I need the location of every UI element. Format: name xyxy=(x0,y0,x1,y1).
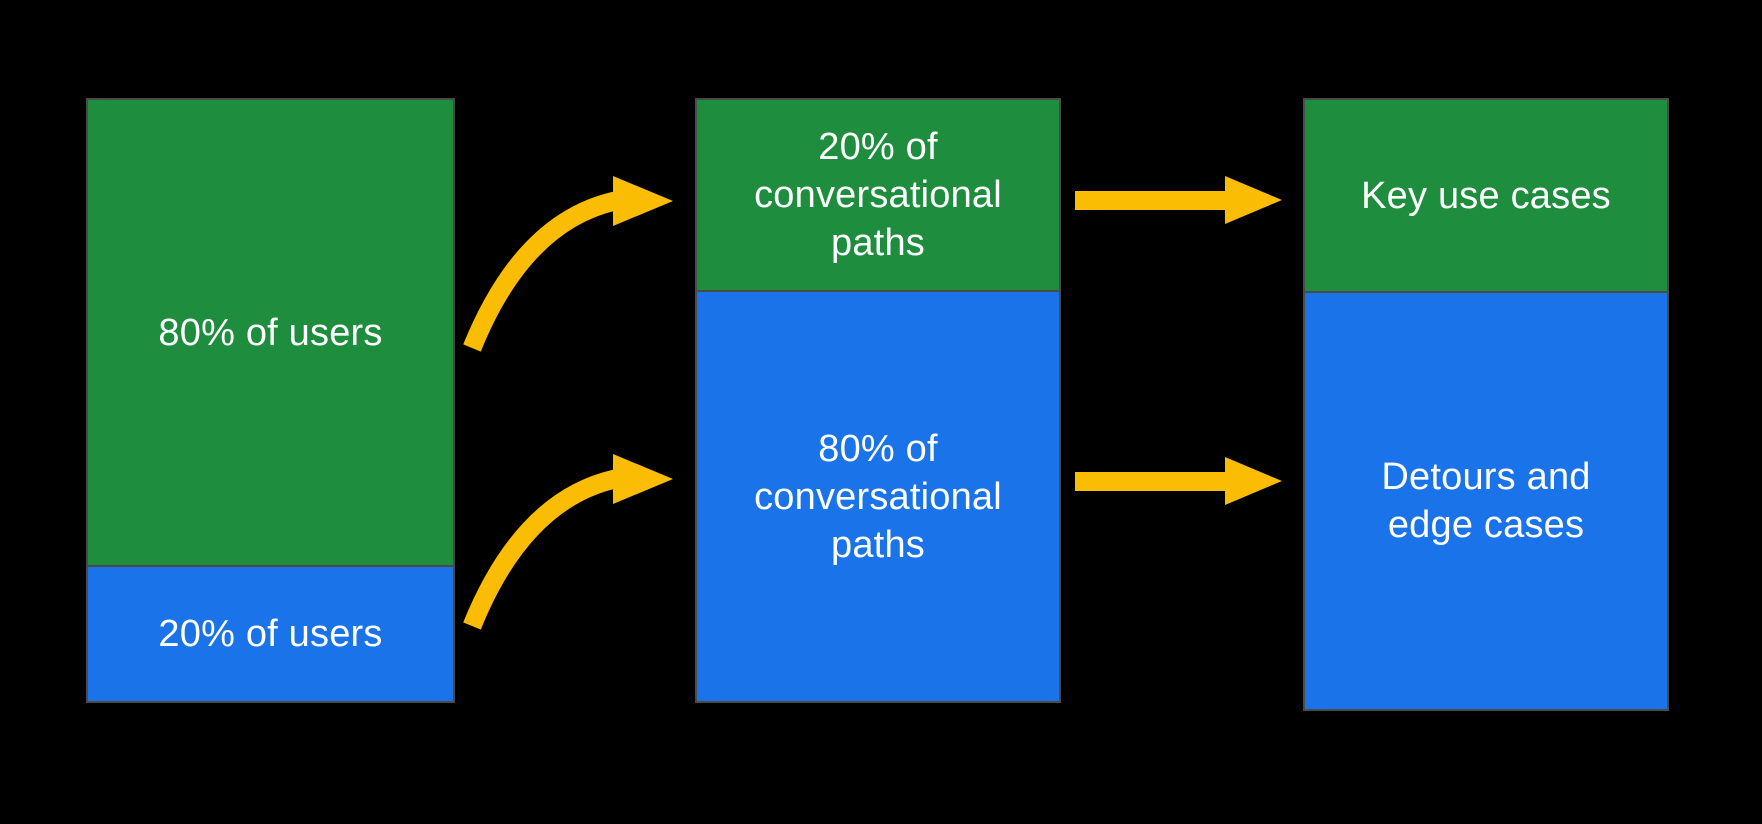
curved-arrow-icon-top xyxy=(463,176,673,352)
column-users: 80% of users 20% of users xyxy=(86,98,455,703)
column-outcomes: Key use cases Detours and edge cases xyxy=(1303,98,1669,711)
segment-key-use-cases-label: Key use cases xyxy=(1361,174,1611,217)
segment-users-minority: 20% of users xyxy=(88,567,453,701)
segment-key-use-cases: Key use cases xyxy=(1305,100,1667,293)
curved-arrow-icon-bottom xyxy=(463,454,673,630)
column-conversational-paths: 20% of conversational paths 80% of conve… xyxy=(695,98,1061,703)
segment-paths-minority: 20% of conversational paths xyxy=(697,100,1059,292)
segment-users-majority: 80% of users xyxy=(88,100,453,567)
segment-detours-edge-cases-label: Detours and edge cases xyxy=(1381,456,1591,546)
segment-users-majority-label: 80% of users xyxy=(158,311,383,354)
segment-paths-minority-label: 20% of conversational paths xyxy=(754,126,1002,264)
segment-detours-edge-cases: Detours and edge cases xyxy=(1305,293,1667,709)
segment-paths-majority-label: 80% of conversational paths xyxy=(754,427,1002,566)
straight-arrow-icon-bottom xyxy=(1075,457,1282,505)
straight-arrow-icon-top xyxy=(1075,176,1282,224)
segment-users-minority-label: 20% of users xyxy=(158,613,383,655)
segment-paths-majority: 80% of conversational paths xyxy=(697,292,1059,701)
